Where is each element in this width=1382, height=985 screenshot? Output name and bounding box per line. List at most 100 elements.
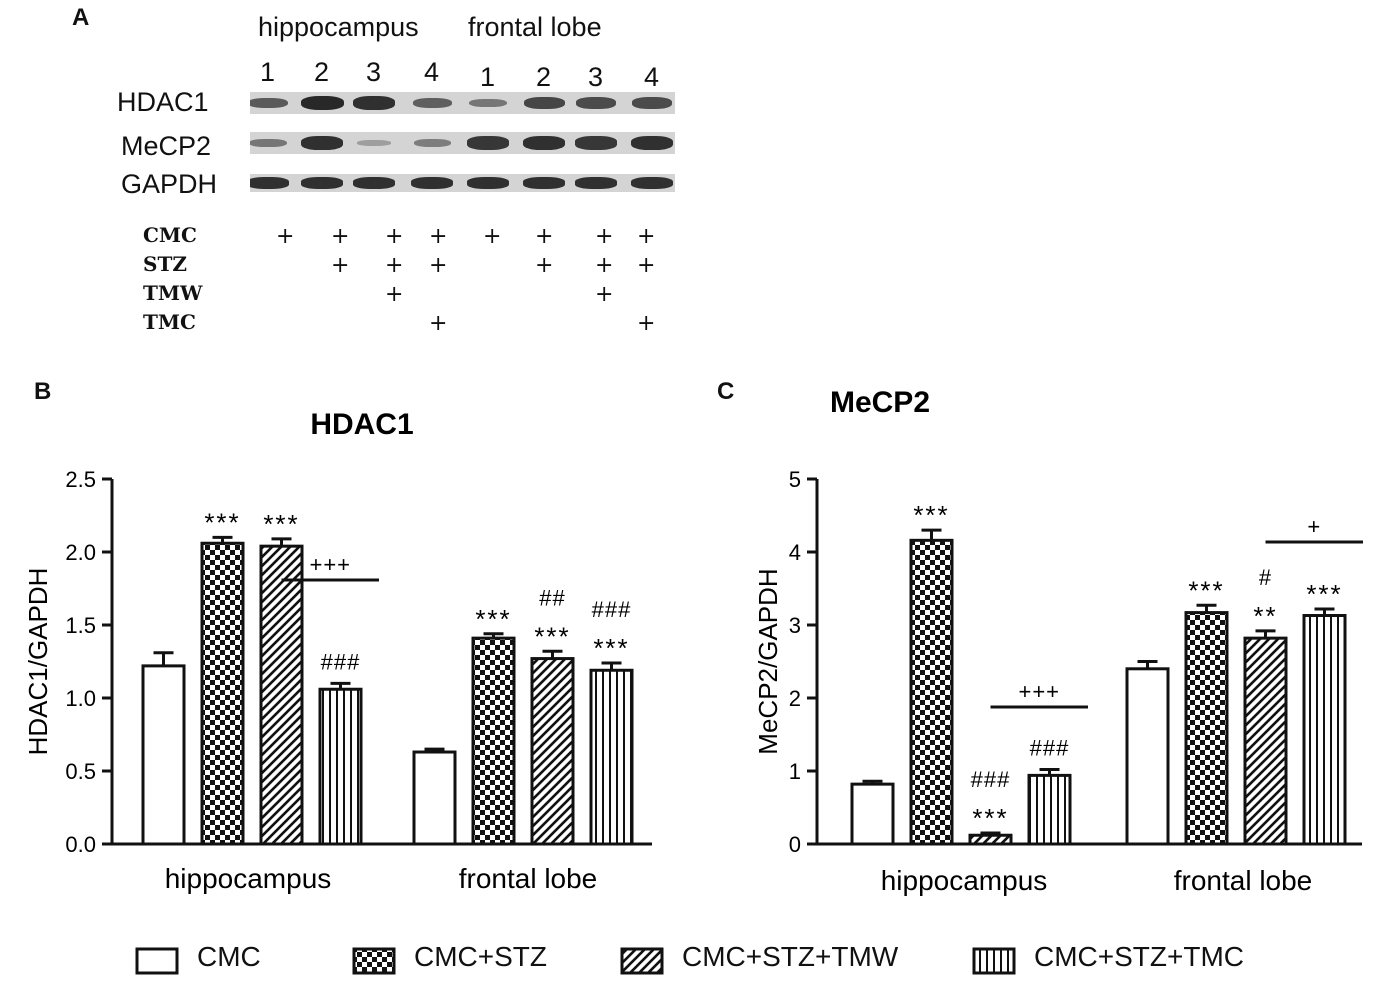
- treatment-plus: +: [637, 224, 656, 249]
- blot-band: [300, 177, 344, 189]
- treatment-plus: +: [595, 282, 614, 307]
- significance-label: ***: [913, 500, 949, 530]
- bar: [968, 833, 1013, 846]
- legend: CMC CMC+STZ CMC+STZ+TMW CMC+STZ+TMC: [0, 935, 1382, 985]
- y-axis-label: MeCP2/GAPDH: [753, 568, 783, 754]
- legend-swatch-open: [135, 947, 179, 975]
- treatment-plus: +: [385, 253, 404, 278]
- mecp2-bar-chart: MeCP2MeCP2/GAPDH012345hippocampus***###*…: [753, 386, 1363, 896]
- lane-number: 2: [314, 57, 330, 87]
- bar: [259, 544, 304, 846]
- y-tick-label: 1.5: [65, 613, 96, 638]
- chart-title: HDAC1: [310, 408, 413, 441]
- significance-label: ***: [1306, 579, 1342, 609]
- blot-band: [522, 177, 566, 189]
- chart-title: MeCP2: [830, 386, 930, 419]
- protein-label-hdac1: HDAC1: [117, 87, 209, 117]
- treatment-plus: +: [535, 253, 554, 278]
- significance-label: ###: [1030, 736, 1070, 761]
- bar: [471, 636, 516, 846]
- y-axis-label: HDAC1/GAPDH: [23, 568, 53, 756]
- significance-label: #: [1259, 565, 1272, 590]
- treatment-plus: +: [331, 224, 350, 249]
- bracket-label: +: [1307, 514, 1321, 539]
- lane-number: 1: [480, 62, 496, 92]
- blot-band: [467, 136, 509, 150]
- bar: [1184, 611, 1229, 846]
- significance-label: ##: [539, 585, 565, 610]
- treatment-plus: +: [385, 224, 404, 249]
- blot-band: [250, 177, 290, 189]
- significance-label: ***: [534, 621, 570, 651]
- panel-label-a: A: [72, 4, 90, 31]
- significance-label: ***: [204, 507, 240, 537]
- y-tick-label: 1: [789, 759, 801, 784]
- y-tick-label: 3: [789, 613, 801, 638]
- bar: [530, 657, 575, 846]
- treatment-plus: +: [276, 224, 295, 249]
- treatment-plus: +: [429, 311, 448, 336]
- lane-number: 3: [588, 62, 604, 92]
- protein-label-mecp2: MeCP2: [121, 131, 212, 161]
- blot-strip-hdac1: [250, 92, 675, 114]
- significance-label: ###: [321, 649, 361, 674]
- treatment-plus: +: [637, 253, 656, 278]
- significance-label: **: [1253, 601, 1277, 631]
- legend-swatch-diagonal: [620, 947, 664, 975]
- treatment-plus: +: [331, 253, 350, 278]
- y-tick-label: 4: [789, 540, 801, 565]
- legend-label: CMC: [197, 941, 261, 972]
- blot-band: [413, 138, 451, 148]
- significance-label: ###: [592, 597, 632, 622]
- treatment-plus: +: [637, 311, 656, 336]
- treatment-plus: +: [595, 253, 614, 278]
- blot-band: [574, 177, 618, 189]
- bar: [200, 541, 245, 846]
- legend-label: CMC+STZ: [414, 941, 547, 972]
- x-category-label: frontal lobe: [1174, 865, 1313, 896]
- bracket-label: +++: [309, 552, 351, 577]
- lane-number: 4: [424, 57, 440, 87]
- treatment-label-cmc: CMC: [143, 223, 197, 247]
- blot-band: [630, 136, 674, 150]
- treatment-plus: +: [483, 224, 502, 249]
- treatment-plus: +: [595, 224, 614, 249]
- blot-band: [300, 95, 344, 111]
- blot-band: [352, 177, 396, 189]
- bar: [318, 687, 363, 846]
- blot-band: [466, 177, 510, 189]
- treatment-label-tmc: TMC: [143, 310, 196, 334]
- bar: [909, 538, 954, 846]
- significance-label: ***: [593, 633, 629, 663]
- lane-number: 2: [536, 62, 552, 92]
- bar: [589, 668, 634, 846]
- blot-band: [352, 96, 396, 110]
- blot-strip-gapdh: [250, 174, 675, 192]
- blot-band: [300, 136, 344, 150]
- significance-label: ###: [971, 767, 1011, 792]
- significance-label: ***: [475, 604, 511, 634]
- significance-label: ***: [263, 509, 299, 539]
- y-tick-label: 0.0: [65, 832, 96, 857]
- bar: [1302, 614, 1347, 846]
- blot-band: [522, 136, 566, 150]
- y-tick-label: 2: [789, 686, 801, 711]
- lane-number: 1: [260, 57, 276, 87]
- legend-swatch-vertical: [972, 947, 1016, 975]
- y-tick-label: 0.5: [65, 759, 96, 784]
- y-tick-label: 0: [789, 832, 801, 857]
- x-category-label: hippocampus: [881, 865, 1048, 896]
- bar: [1027, 773, 1072, 846]
- blot-band: [575, 97, 617, 109]
- bar: [1125, 667, 1170, 846]
- hdac1-bar-chart: HDAC1HDAC1/GAPDH0.00.51.01.52.02.5hippoc…: [23, 408, 652, 894]
- bar: [141, 664, 186, 846]
- blot-band: [469, 98, 507, 108]
- protein-label-gapdh: GAPDH: [121, 169, 218, 199]
- significance-label: ***: [972, 803, 1008, 833]
- y-tick-label: 2.0: [65, 540, 96, 565]
- bar: [412, 750, 457, 846]
- panel-label-c: C: [717, 378, 735, 405]
- y-tick-label: 1.0: [65, 686, 96, 711]
- blot-band: [250, 97, 288, 109]
